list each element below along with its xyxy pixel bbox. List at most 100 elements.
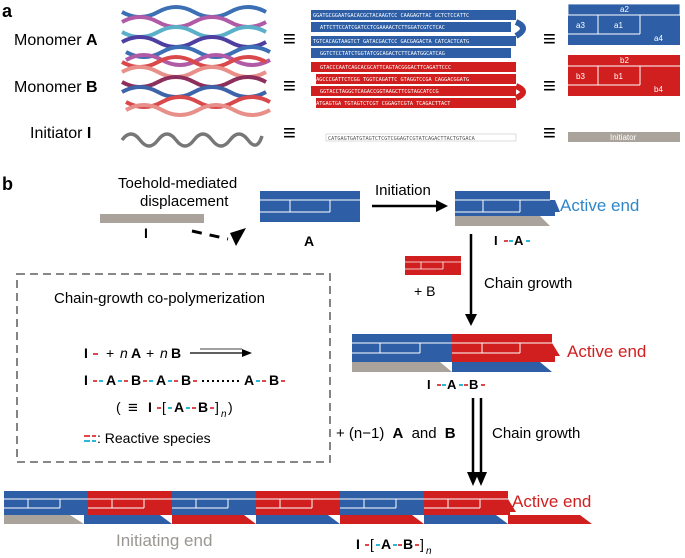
copolymerization-box	[16, 273, 331, 463]
seg-b1: b1	[614, 72, 623, 81]
monomer-a-3d-model	[121, 5, 271, 67]
initiator-bar-label: Initiator	[610, 133, 637, 142]
equiv-i-1: ≡	[283, 120, 296, 145]
svg-text:n: n	[160, 345, 168, 361]
svg-text:: Reactive species: : Reactive species	[97, 430, 211, 446]
chain-growth-arrowhead-2b	[475, 472, 487, 486]
svg-text:A: A	[174, 399, 184, 415]
equiv-b-2: ≡	[543, 73, 556, 98]
label-polymer-bottom: I [ A B ] n	[356, 536, 432, 557]
svg-text:A: A	[514, 233, 524, 248]
initiator-3d-model	[120, 132, 264, 148]
initiation-label: Initiation	[375, 182, 431, 199]
seg-b2: b2	[620, 56, 629, 65]
toehold-line-1: Toehold-mediated	[118, 175, 237, 192]
svg-text:n: n	[426, 546, 432, 557]
svg-text:B: B	[181, 372, 191, 388]
active-end-2: Active end	[567, 342, 646, 361]
seg-a1: a1	[614, 21, 623, 30]
schematic-b: b2 b3 b1 b4	[568, 55, 680, 96]
svg-text:B: B	[269, 372, 279, 388]
seq-b-line-3: GGTACCTAGGCTCAGACCGGTAAGCTTCGTAGCATCCG	[320, 89, 439, 95]
equiv-i-2: ≡	[543, 120, 556, 145]
svg-text:I: I	[356, 536, 360, 552]
seq-a-line-2: ATTCTTCCATCGATCCTCGAAAACTCTTGGATCGTCTCAC	[320, 25, 445, 31]
svg-text:I: I	[148, 399, 152, 415]
monomer-b-3d-model	[121, 55, 271, 117]
label-i-a: I A	[494, 233, 530, 248]
panel-a-label: a	[2, 1, 13, 21]
chain-growth-arrowhead-2a	[467, 472, 479, 486]
complex-i-a	[455, 191, 560, 226]
chain-growth-arrowhead-1	[465, 314, 477, 326]
initiation-arrowhead	[436, 200, 448, 212]
seg-a3: a3	[576, 21, 585, 30]
active-end-3: Active end	[512, 492, 591, 511]
svg-text:A: A	[106, 372, 116, 388]
svg-text:A: A	[381, 536, 391, 552]
seq-b-line-4: CATGAGTGA TGTAGTCTCGT CGGAGTCGTA TCAGACT…	[313, 101, 450, 107]
equiv-a-1: ≡	[283, 26, 296, 51]
plus-n-minus-1-label: + (n−1) A and B	[336, 425, 456, 442]
svg-text:]: ]	[215, 399, 219, 415]
sequence-block-b: GTACCCAATCAGCACGCATTCAGTACGGGACTTCAGATTC…	[311, 62, 526, 108]
svg-text:B: B	[171, 345, 181, 361]
svg-text:I: I	[84, 345, 88, 361]
initiator-letter-b: I	[144, 225, 148, 241]
chain-growth-1: Chain growth	[484, 275, 572, 292]
seq-b-line-1: GTACCCAATCAGCACGCATTCAGTACGGGACTTCAGATTC…	[320, 65, 451, 71]
monomer-a-label: Monomer A	[14, 32, 98, 49]
svg-text:[: [	[162, 399, 166, 415]
long-polymer	[4, 491, 592, 524]
seg-b3: b3	[576, 72, 585, 81]
monomer-b-label: Monomer B	[14, 79, 98, 96]
equation-line-2: I A B A B A B	[84, 372, 285, 388]
sequence-block-a: GGATGCGGAATGACACGCTACAAGTCC CAAGAGTTAC G…	[311, 10, 526, 58]
toehold-line-2: displacement	[140, 193, 229, 210]
svg-text:+: +	[106, 345, 114, 361]
svg-text:n: n	[221, 409, 227, 420]
svg-text:I: I	[427, 377, 431, 392]
svg-text:A: A	[131, 345, 141, 361]
svg-text:≡: ≡	[128, 398, 138, 417]
equation-line-1: I + n A + n B	[84, 345, 252, 361]
seq-a-line-1: GGATGCGGAATGACACGCTACAAGTCC CAAGAGTTAC G…	[313, 13, 469, 19]
complex-i-a-b	[352, 334, 560, 372]
copolymerization-title: Chain-growth co-polymerization	[54, 290, 265, 307]
svg-text:B: B	[131, 372, 141, 388]
svg-text:I: I	[84, 372, 88, 388]
monomer-a-letter-b: A	[304, 233, 314, 249]
equiv-a-2: ≡	[543, 26, 556, 51]
initiating-end-label: Initiating end	[116, 531, 212, 550]
equation-line-3: ( ≡ I [ A B ] n )	[116, 398, 233, 420]
reactive-species-legend: : Reactive species	[84, 430, 211, 446]
seg-b4: b4	[654, 85, 663, 94]
svg-text:I: I	[494, 233, 498, 248]
svg-text:A: A	[156, 372, 166, 388]
seq-a-line-4: GGTCTCCTATCTGGTATCGCAGACTCTTCAATGGCATCAG	[320, 51, 445, 57]
active-end-1: Active end	[560, 196, 639, 215]
svg-text:A: A	[447, 377, 457, 392]
svg-text:]: ]	[420, 536, 424, 552]
panel-b-label: b	[2, 174, 13, 194]
svg-text:B: B	[469, 377, 478, 392]
svg-text:+: +	[146, 345, 154, 361]
svg-text:n: n	[120, 345, 128, 361]
svg-text:): )	[228, 399, 233, 415]
seq-a-line-3: TGTCACAGTAAGTCT GATACGACTCC GACGAGACTA C…	[313, 39, 469, 45]
seq-b-line-2: AAGCCCGATTCTCGG TGGTCAGATTC GTAGGTCCGA C…	[313, 77, 469, 83]
svg-text:B: B	[198, 399, 208, 415]
sequence-block-i: CATGAGTGATGTAGTCTCGTCGGAGTCGTATCAGACTTAC…	[325, 133, 517, 142]
svg-text:(: (	[116, 399, 121, 415]
seg-a4: a4	[654, 34, 663, 43]
label-i-a-b: I A B	[427, 377, 485, 392]
toehold-dashed-arrow	[191, 229, 229, 241]
initiator-label: Initiator I	[30, 125, 91, 142]
seg-a2: a2	[620, 5, 629, 14]
toehold-arrowhead	[230, 228, 246, 246]
svg-text:A: A	[244, 372, 254, 388]
equiv-b-1: ≡	[283, 73, 296, 98]
plus-b-label: + B	[414, 283, 435, 299]
seq-i-line: CATGAGTGATGTAGTCTCGTCGGAGTCGTATCAGACTTAC…	[328, 136, 476, 142]
chain-growth-2: Chain growth	[492, 425, 580, 442]
